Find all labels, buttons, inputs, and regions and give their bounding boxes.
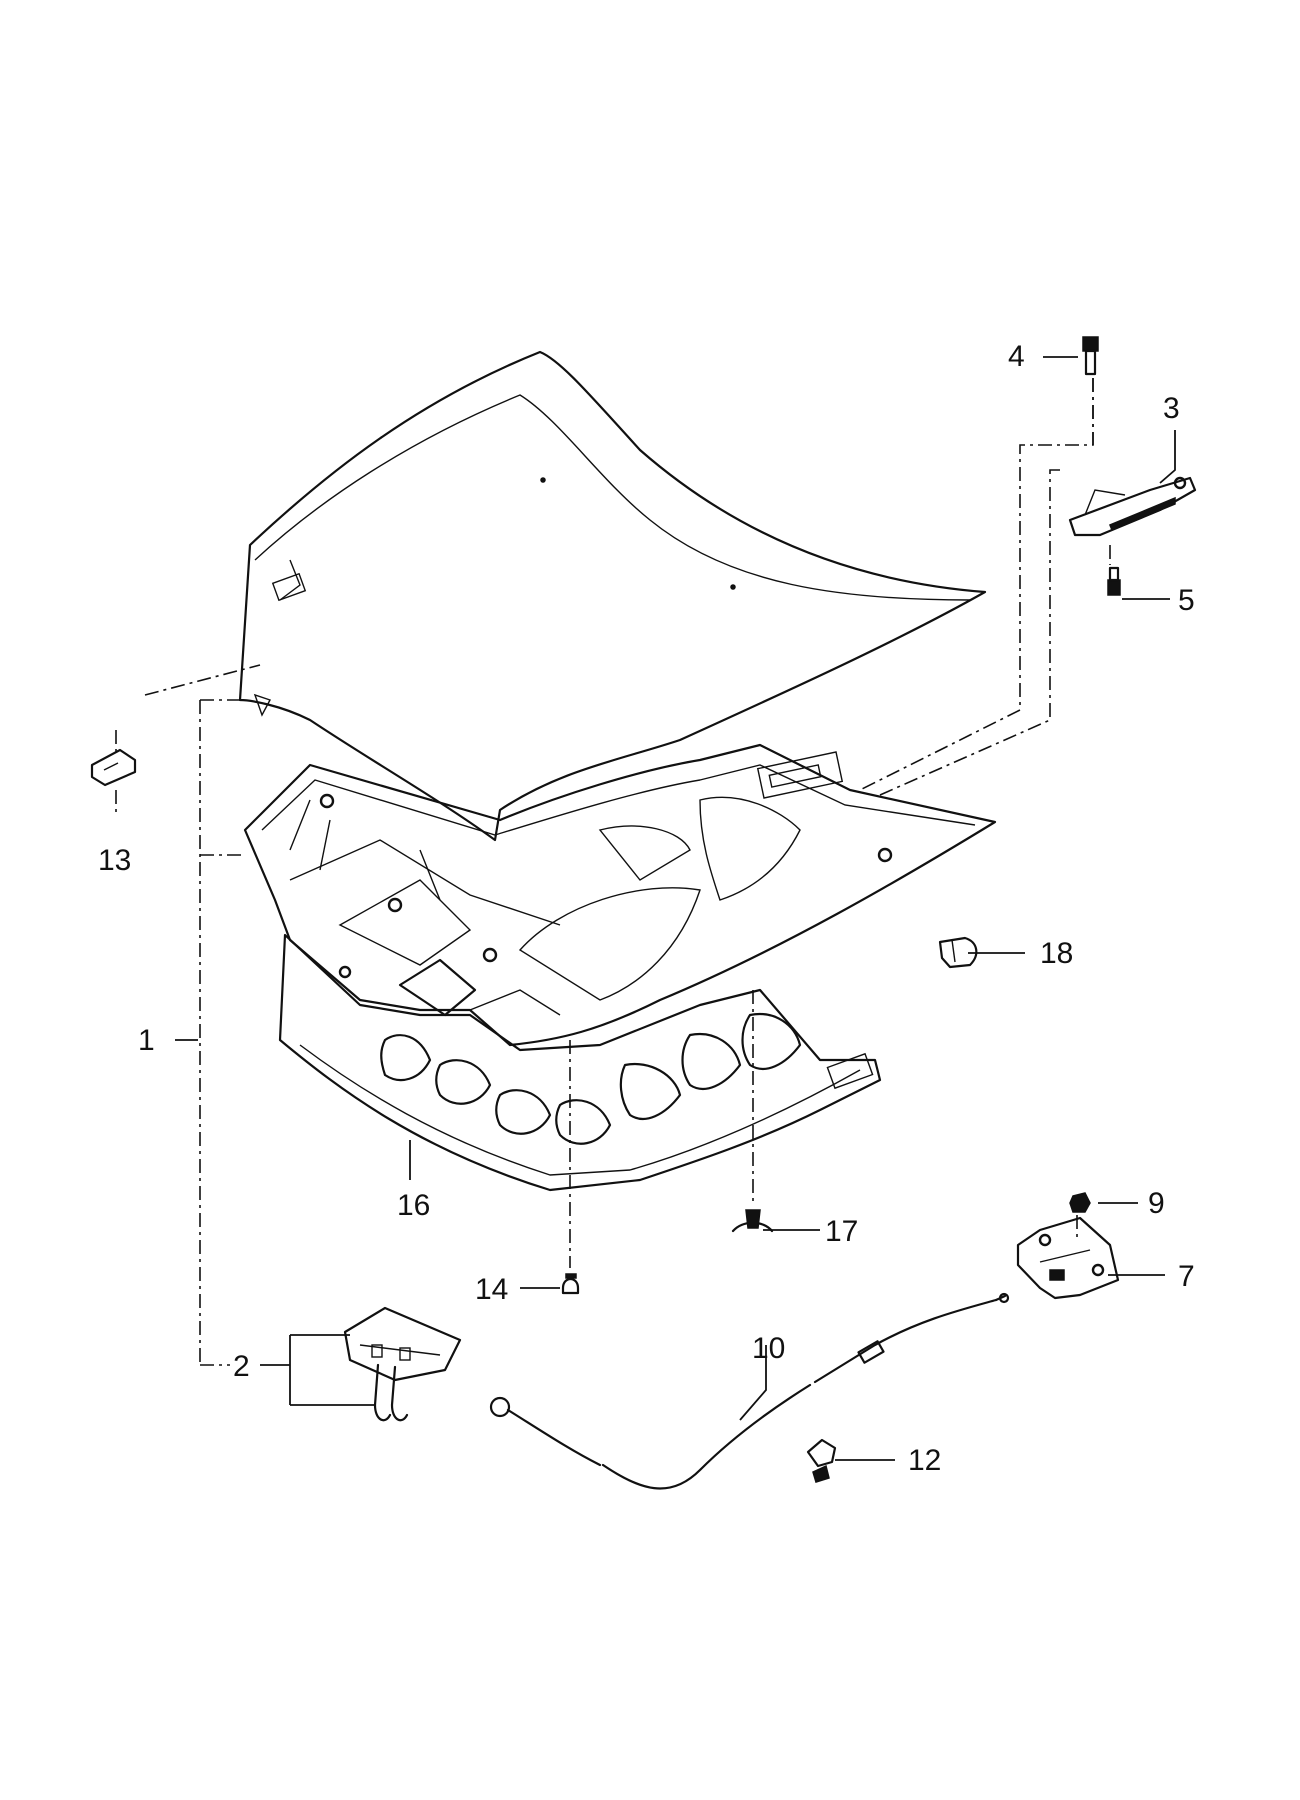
callout-7: 7 xyxy=(1178,1260,1195,1293)
callout-5: 5 xyxy=(1178,584,1195,617)
callout-18: 18 xyxy=(1040,937,1073,970)
hinge-nut xyxy=(1107,566,1121,596)
callout-17: 17 xyxy=(825,1215,858,1248)
hood-hinge xyxy=(1068,476,1197,537)
safety-catch xyxy=(343,1306,462,1422)
callout-16: 16 xyxy=(397,1189,430,1222)
cable-clip xyxy=(806,1438,837,1483)
callout-4: 4 xyxy=(1008,340,1025,373)
callout-13: 13 xyxy=(98,844,131,877)
reference-lines xyxy=(115,378,1111,1366)
hinge-bolt xyxy=(1082,336,1099,376)
bumper-striker xyxy=(90,748,137,787)
callout-10: 10 xyxy=(752,1332,785,1365)
callout-1: 1 xyxy=(138,1024,155,1057)
hood-insulator xyxy=(278,933,882,1192)
hood-inner-frame xyxy=(243,743,997,1047)
callout-9: 9 xyxy=(1148,1187,1165,1220)
callout-14: 14 xyxy=(475,1273,508,1306)
leader-lines xyxy=(175,356,1176,1461)
callout-12: 12 xyxy=(908,1444,941,1477)
hood-bumper xyxy=(561,1273,580,1295)
hood-latch xyxy=(1016,1216,1120,1300)
callout-3: 3 xyxy=(1163,392,1180,425)
callout-numbers: 1 2 3 4 5 7 9 10 12 13 14 16 17 18 xyxy=(98,340,1195,1477)
release-cable xyxy=(489,1292,1010,1490)
hood-outer-panel xyxy=(238,350,987,842)
callout-2: 2 xyxy=(233,1350,250,1383)
latch-nut xyxy=(1069,1192,1091,1213)
hood-clip xyxy=(731,1209,774,1233)
